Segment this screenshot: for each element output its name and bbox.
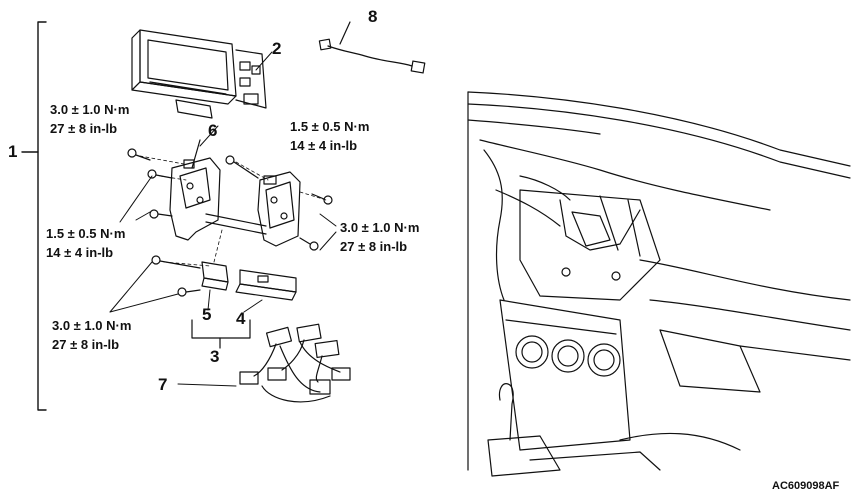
torque-inlb: 27 ± 8 in-lb	[340, 239, 408, 254]
module-5-drawing	[201, 261, 229, 291]
bolts	[127, 148, 333, 297]
group-bracket	[191, 319, 251, 349]
callout-3: 3	[210, 347, 220, 366]
cable-harness-drawing	[318, 21, 426, 74]
torque-label-right-top: 1.5 ± 0.5 N·m 14 ± 4 in-lb	[290, 119, 369, 154]
torque-nm: 3.0 ± 1.0 N·m	[52, 318, 132, 333]
bolt	[225, 155, 259, 179]
assembly-bracket	[21, 21, 47, 411]
torque-nm: 3.0 ± 1.0 N·m	[340, 220, 420, 235]
module-4-drawing	[235, 269, 297, 301]
torque-inlb: 27 ± 8 in-lb	[52, 337, 120, 352]
callout-4: 4	[236, 309, 246, 328]
bolt	[177, 287, 201, 297]
torque-inlb: 14 ± 4 in-lb	[290, 138, 358, 153]
vehicle-interior-view	[467, 91, 851, 477]
torque-nm: 1.5 ± 0.5 N·m	[46, 226, 126, 241]
cross-bar-drawing	[205, 213, 267, 235]
bolt	[151, 255, 201, 269]
head-unit-drawing	[131, 29, 267, 119]
bolt	[127, 148, 151, 161]
torque-inlb: 14 ± 4 in-lb	[46, 245, 114, 260]
bolt	[311, 193, 333, 205]
right-bracket-drawing	[257, 171, 301, 247]
alignment-lines	[139, 155, 327, 267]
torque-label-left-bottom: 3.0 ± 1.0 N·m 27 ± 8 in-lb	[52, 318, 131, 353]
torque-nm: 3.0 ± 1.0 N·m	[50, 102, 130, 117]
wiring-harness-drawing	[239, 323, 351, 403]
torque-label-left-mid: 1.5 ± 0.5 N·m 14 ± 4 in-lb	[46, 226, 125, 261]
callout-7: 7	[158, 375, 168, 394]
callout-5: 5	[202, 305, 212, 324]
bolt	[149, 209, 173, 219]
torque-label-right-mid: 3.0 ± 1.0 N·m 27 ± 8 in-lb	[340, 220, 419, 255]
torque-label-left-top: 3.0 ± 1.0 N·m 27 ± 8 in-lb	[50, 102, 129, 137]
figure-code: AC609098AF	[772, 480, 840, 492]
callout-1: 1	[8, 142, 18, 161]
callout-8: 8	[368, 7, 378, 26]
torque-inlb: 27 ± 8 in-lb	[50, 121, 118, 136]
bolt	[147, 169, 173, 179]
callout-2: 2	[272, 39, 282, 58]
callout-6: 6	[208, 121, 218, 140]
torque-nm: 1.5 ± 0.5 N·m	[290, 119, 370, 134]
leader-lines	[109, 51, 337, 387]
bolt	[299, 237, 319, 251]
left-bracket-drawing	[169, 139, 221, 241]
